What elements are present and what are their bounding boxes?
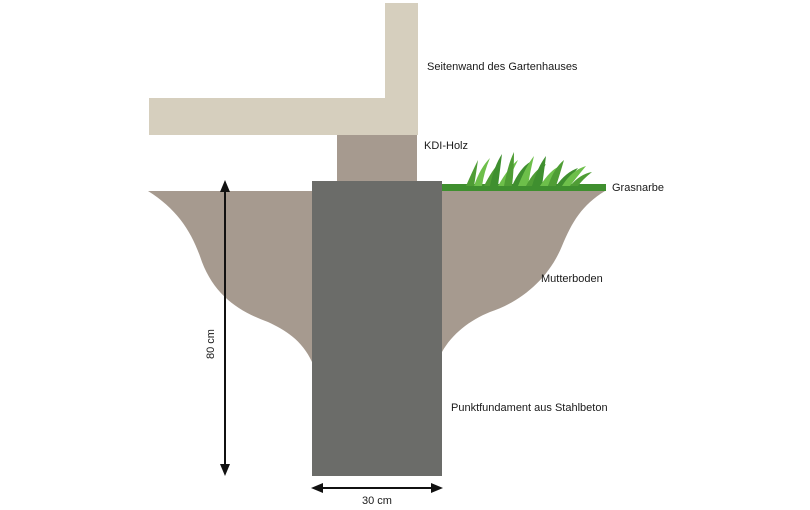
- foundation-label: Punktfundament aus Stahlbeton: [451, 402, 608, 414]
- wall-label: Seitenwand des Gartenhauses: [427, 61, 578, 73]
- depth-label: 80 cm: [205, 329, 217, 359]
- topsoil-shape: [148, 191, 605, 362]
- timber-label: KDI-Holz: [424, 140, 468, 152]
- width-dimension: [311, 483, 443, 493]
- grass-blades: [466, 152, 592, 186]
- timber-beam: [337, 135, 417, 182]
- width-label: 30 cm: [362, 495, 392, 507]
- turf-strip: [442, 184, 606, 191]
- depth-dimension: [220, 180, 230, 476]
- topsoil-label: Mutterboden: [541, 273, 603, 285]
- concrete-foundation: [312, 181, 442, 476]
- garden-house-wall: [149, 3, 418, 135]
- grass-label: Grasnarbe: [612, 182, 664, 194]
